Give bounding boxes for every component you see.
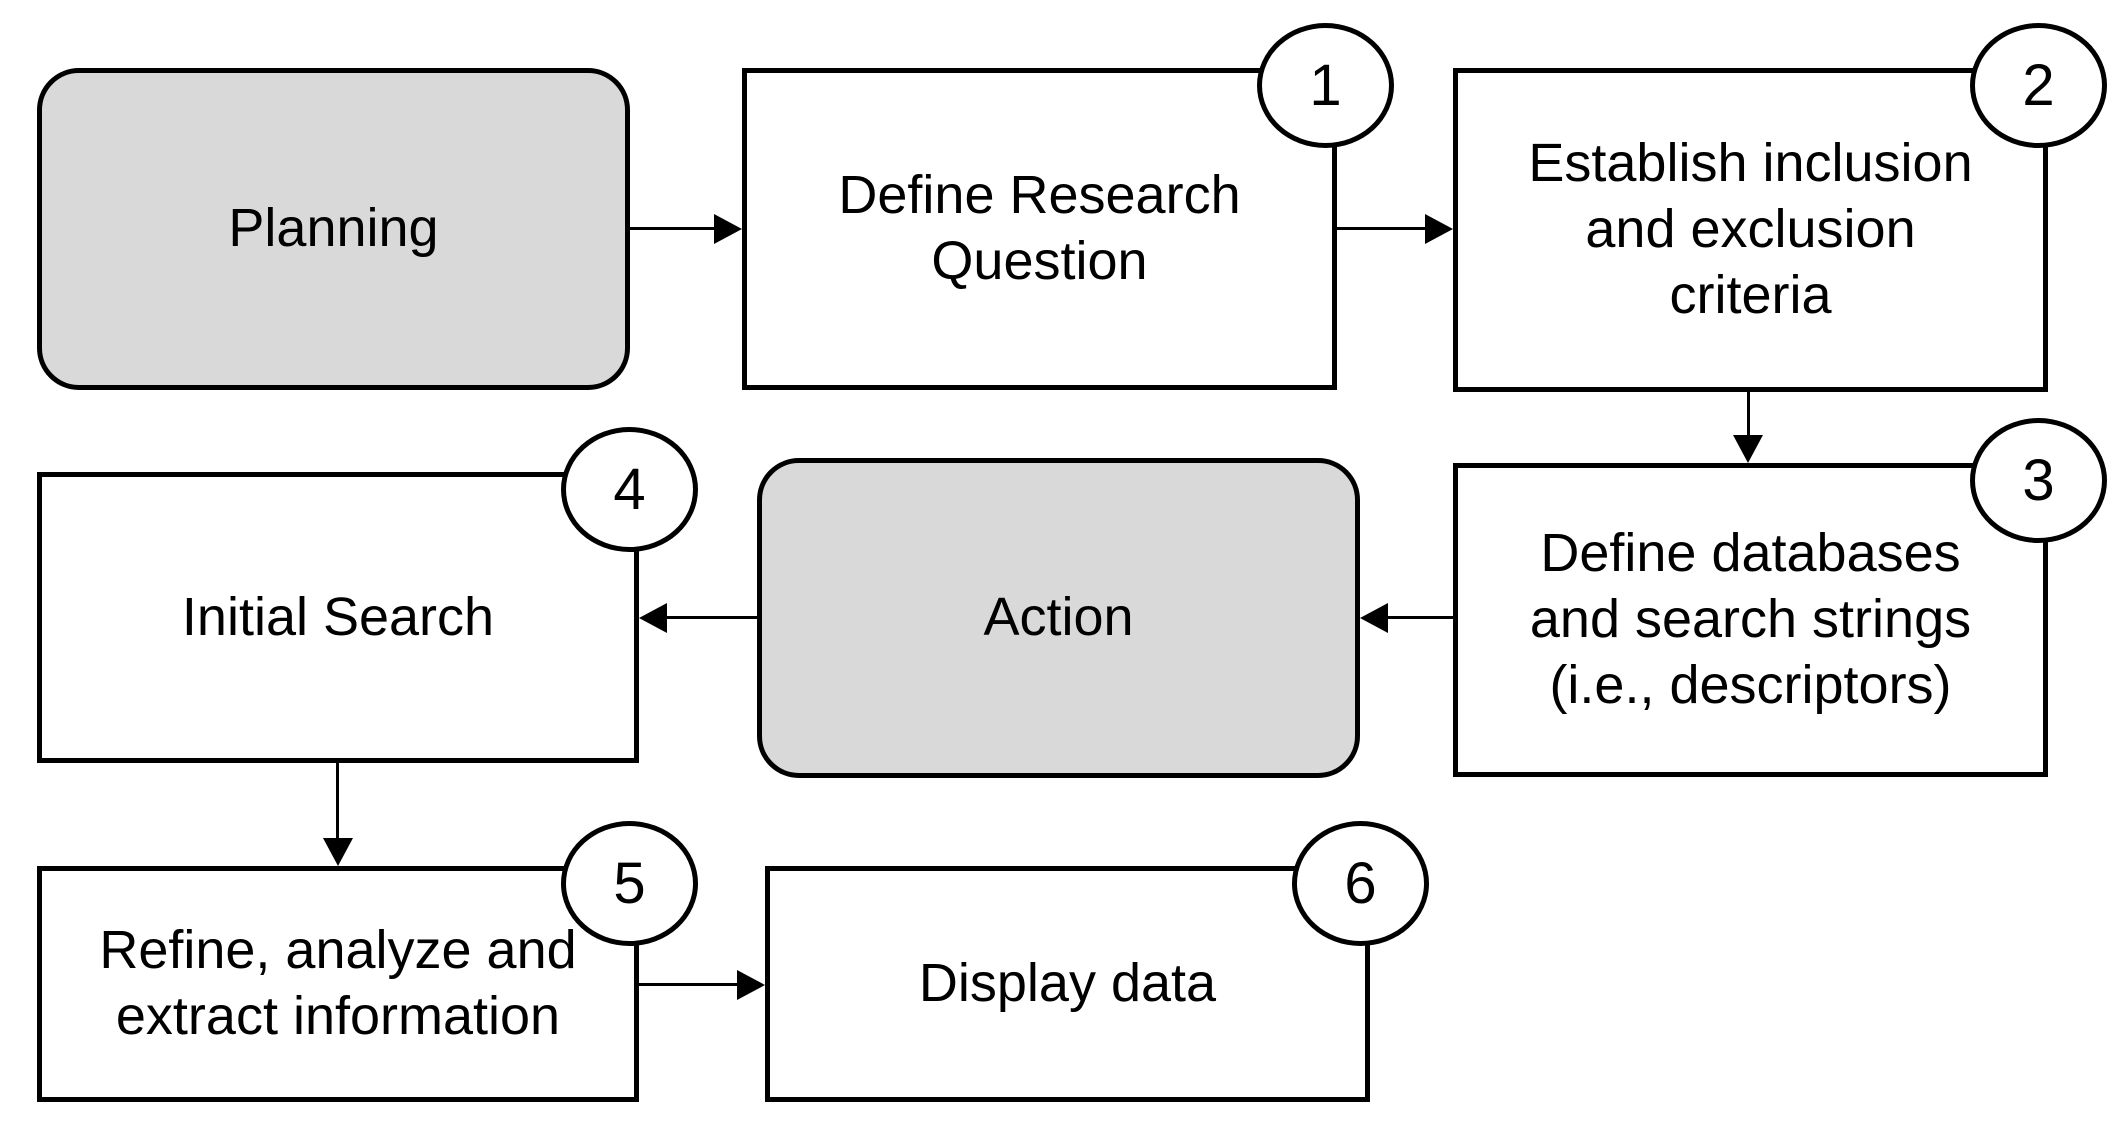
arrow-establish-to-define-databases-head — [1733, 435, 1763, 463]
arrow-establish-to-define-databases-line — [1747, 392, 1750, 435]
node-display-data-label: Display data — [918, 953, 1217, 1014]
arrow-define-databases-to-action-head — [1360, 603, 1388, 633]
arrow-refine-to-display-data-head — [737, 970, 765, 1000]
arrow-action-to-initial-search-line — [667, 616, 757, 619]
arrow-initial-search-to-refine-line — [336, 763, 339, 838]
step-badge-3-number: 3 — [2022, 448, 2055, 513]
step-badge-5: 5 — [561, 821, 698, 946]
arrow-define-research-to-establish-head — [1425, 214, 1453, 244]
step-badge-3: 3 — [1970, 418, 2107, 543]
node-establish-criteria-label: Establish inclusion and exclusion criter… — [1528, 133, 1973, 325]
node-define-databases-label: Define databases and search strings (i.e… — [1529, 523, 1972, 715]
node-refine-analyze-label: Refine, analyze and extract information — [99, 920, 577, 1046]
step-badge-4-number: 4 — [613, 457, 646, 522]
arrow-define-databases-to-action-line — [1388, 616, 1453, 619]
node-define-research-question-label: Define Research Question — [838, 165, 1241, 291]
node-define-databases: Define databases and search strings (i.e… — [1453, 463, 2048, 777]
node-action: Action — [757, 458, 1360, 778]
arrow-action-to-initial-search-head — [639, 603, 667, 633]
step-badge-4: 4 — [561, 427, 698, 552]
step-badge-5-number: 5 — [613, 851, 646, 916]
arrow-planning-to-define-research-line — [630, 227, 714, 230]
node-refine-analyze: Refine, analyze and extract information — [37, 866, 639, 1102]
step-badge-6-number: 6 — [1344, 851, 1377, 916]
node-action-label: Action — [983, 587, 1134, 648]
arrow-define-research-to-establish-line — [1335, 227, 1425, 230]
node-planning: Planning — [37, 68, 630, 390]
step-badge-6: 6 — [1292, 821, 1429, 946]
step-badge-1-number: 1 — [1309, 53, 1342, 118]
node-initial-search: Initial Search — [37, 472, 639, 763]
node-planning-label: Planning — [228, 198, 439, 259]
node-initial-search-label: Initial Search — [181, 586, 495, 647]
step-badge-2: 2 — [1970, 23, 2107, 148]
node-define-research-question: Define Research Question — [742, 68, 1337, 390]
node-establish-criteria: Establish inclusion and exclusion criter… — [1453, 68, 2048, 392]
arrow-refine-to-display-data-line — [639, 983, 737, 986]
arrow-planning-to-define-research-head — [714, 214, 742, 244]
step-badge-1: 1 — [1257, 23, 1394, 148]
node-display-data: Display data — [765, 866, 1370, 1102]
step-badge-2-number: 2 — [2022, 53, 2055, 118]
arrow-initial-search-to-refine-head — [323, 838, 353, 866]
